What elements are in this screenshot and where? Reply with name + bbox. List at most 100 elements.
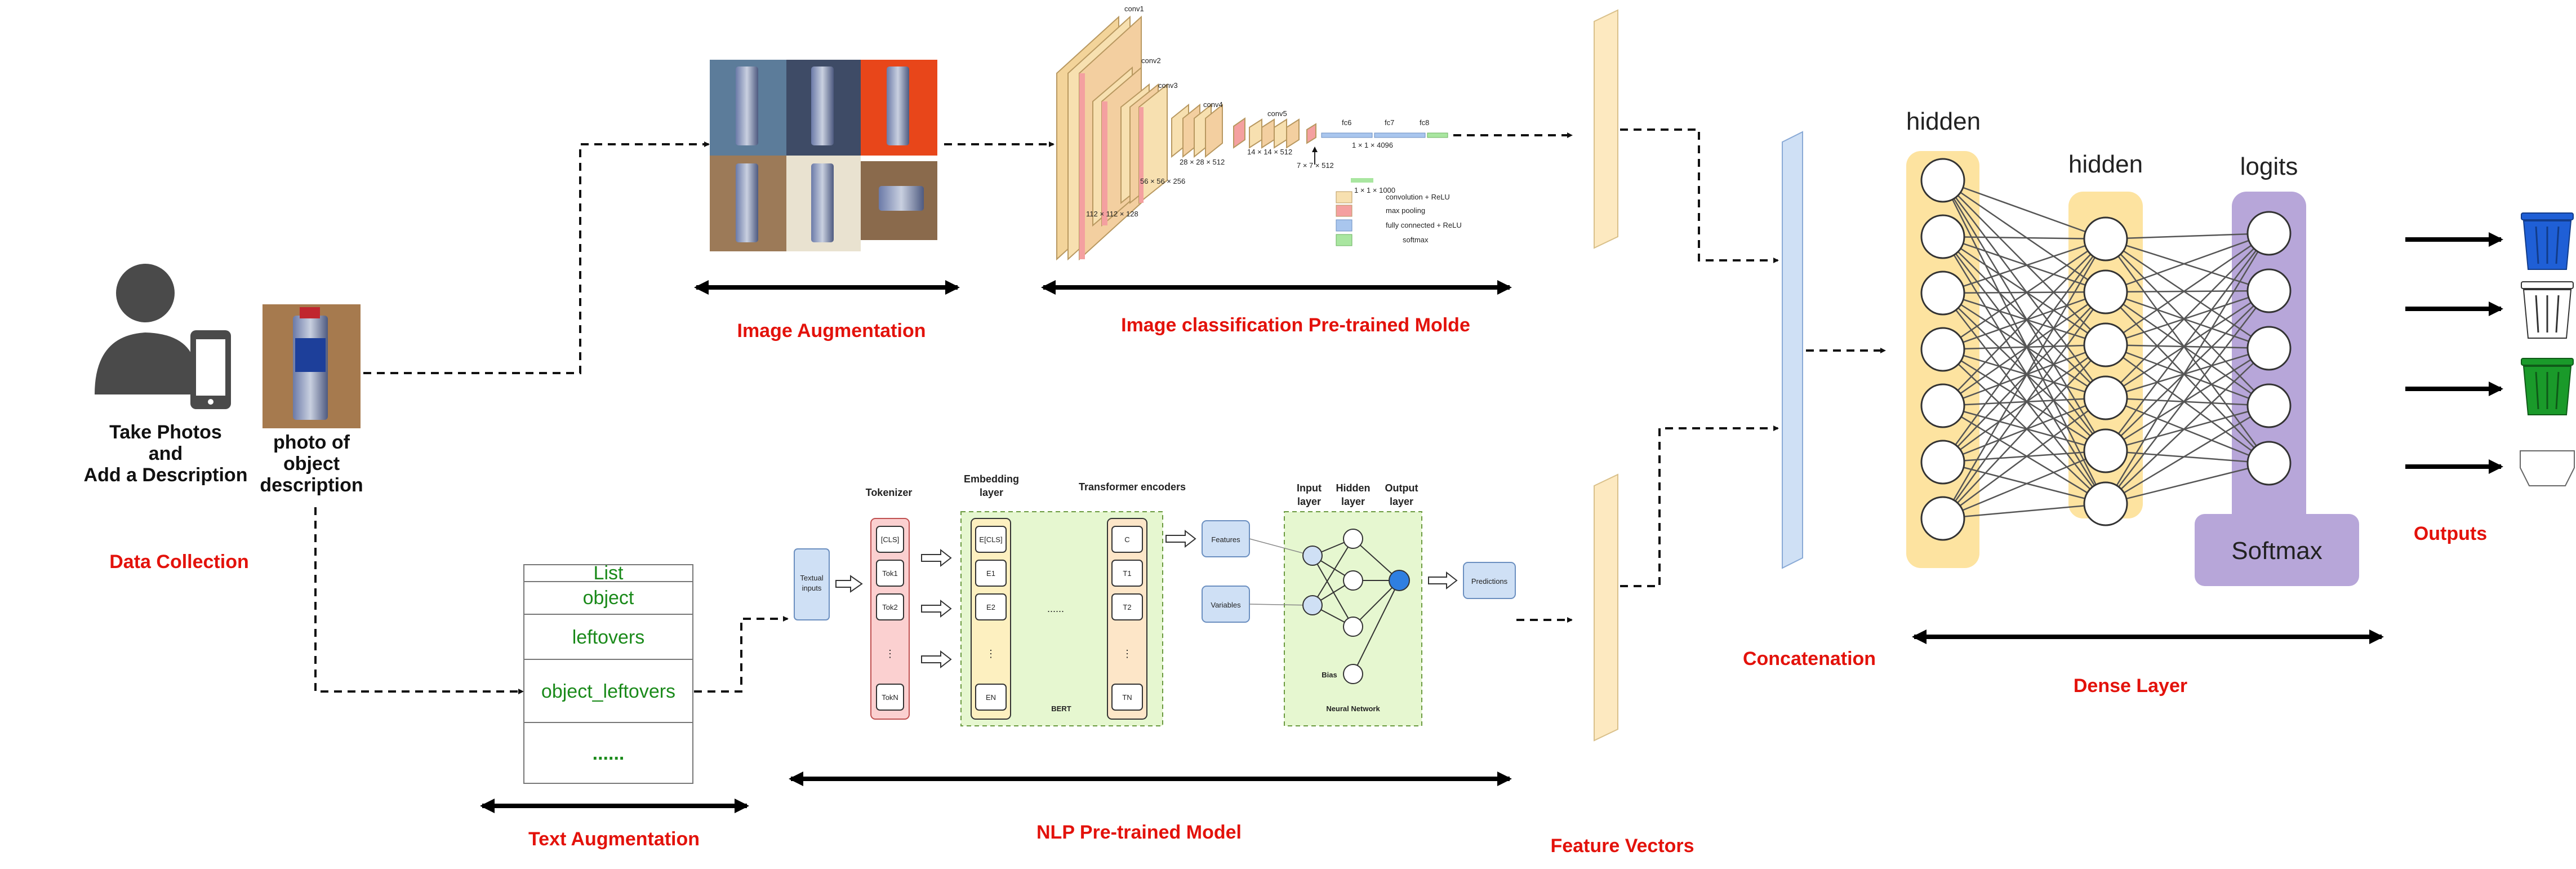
green-bin-icon [2521, 358, 2574, 415]
feature-vectors-label: Feature Vectors [1550, 835, 1694, 857]
dense-edge [1942, 397, 2106, 407]
bert-output-n: TN [1122, 693, 1132, 702]
cnn-architecture: conv1 conv2 conv3 conv4 conv5 fc6 fc7 fc… [1056, 5, 1462, 261]
dense-edge [2105, 344, 2270, 407]
nn-network-label: Neural Network [1326, 704, 1380, 713]
cnn-fc8-label: fc8 [1420, 118, 1429, 127]
dense-edge [1942, 236, 2106, 346]
cnn-legend-conv: convolution + ReLU [1386, 193, 1450, 201]
take-photos-line3: Add a Description [84, 464, 248, 486]
dense-edge [1942, 292, 2106, 346]
dense-edge [2105, 291, 2270, 407]
bert-model: Textual inputs Tokenizer [CLS] Tok1 Tok2… [794, 473, 1196, 726]
dense-edge [1942, 397, 2106, 520]
dense-edge [1942, 291, 2106, 351]
text-augmentation-label: Text Augmentation [528, 828, 700, 850]
cnn-conv5-label: conv5 [1267, 109, 1287, 118]
bert-output-dots: ⋮ [1122, 648, 1132, 659]
nn-hidden-layer-1: Hidden [1336, 482, 1371, 494]
image-feature-to-concat-arrow [1620, 128, 1779, 263]
dense-edge [1942, 238, 2107, 519]
nn-output-layer-2: layer [1390, 496, 1413, 507]
bert-output-1: T1 [1123, 569, 1131, 578]
dense-logits-label: logits [2240, 153, 2298, 180]
bert-token-2: Tok2 [882, 603, 897, 611]
nn-input-layer-2: layer [1297, 496, 1321, 507]
dense-edge [2105, 238, 2270, 292]
nn-input-layer-1: Input [1297, 482, 1322, 494]
photo-to-augmentation-arrow [363, 141, 710, 374]
dense-edge [1942, 344, 2106, 407]
nn-predictions-label: Predictions [1471, 577, 1508, 586]
dense-softmax-label: Softmax [2231, 537, 2322, 565]
dense-edge [2105, 450, 2270, 464]
dense-node-logits [2246, 441, 2292, 486]
image-feature-vector [1594, 9, 1618, 249]
cnn-dim-6: 1 × 1 × 4096 [1352, 141, 1393, 149]
text-feature-to-concat-arrow [1620, 425, 1779, 587]
user-with-phone-icon [95, 264, 231, 409]
augmented-images-grid [710, 60, 937, 251]
dense-edge [2105, 347, 2270, 452]
nn-variables-label: Variables [1211, 601, 1241, 609]
dense-node-hidden1 [1920, 271, 1965, 316]
dense-node-hidden1 [1920, 496, 1965, 541]
cnn-dim-3: 28 × 28 × 512 [1180, 158, 1225, 166]
text-list-item-list: List [594, 562, 624, 584]
bert-embedding-label-2: layer [980, 487, 1003, 498]
photo-desc-line3: description [260, 475, 363, 496]
dense-edge [1942, 180, 2107, 451]
bert-embedding-2: E2 [986, 603, 995, 611]
dense-edge [1942, 292, 2106, 399]
dense-edge [1942, 238, 2106, 406]
dense-node-hidden1 [1920, 383, 1965, 428]
dense-edge [1942, 238, 2107, 463]
dense-edge [2105, 233, 2270, 398]
dense-edge [1942, 236, 2106, 451]
photo-desc-line1: photo of [273, 432, 350, 453]
dense-edge [1942, 236, 2107, 504]
dense-edge [1942, 291, 2107, 519]
cnn-dim-4: 14 × 14 × 512 [1247, 148, 1292, 156]
cnn-legend: convolution + ReLU max pooling fully con… [1336, 178, 1462, 246]
image-augmentation-label: Image Augmentation [737, 320, 926, 342]
bert-embedding-label-1: Embedding [964, 473, 1019, 485]
dense-node-logits [2246, 326, 2292, 371]
bert-output-2: T2 [1123, 603, 1131, 611]
dense-edge [1942, 349, 2106, 504]
take-photos-line2: and [149, 443, 183, 464]
white-bin-icon [2521, 281, 2574, 339]
cnn-legend-softmax: softmax [1403, 236, 1429, 244]
dense-edge [1942, 397, 2106, 463]
nn-bias-label: Bias [1322, 671, 1337, 679]
dense-edge [1942, 450, 2106, 463]
dense-edge [2105, 232, 2270, 240]
cnn-legend-pool: max pooling [1386, 206, 1425, 215]
dense-node-hidden2 [2083, 428, 2128, 473]
bert-embedding-n: EN [986, 693, 996, 702]
dense-edge [2105, 348, 2270, 504]
dense-hidden2-label: hidden [2068, 150, 2143, 178]
dense-edge [2105, 238, 2270, 406]
photo-desc-line2: object [283, 453, 340, 475]
dense-edge [1942, 291, 2106, 294]
dense-edge [2105, 238, 2270, 464]
cnn-conv4-label: conv4 [1203, 100, 1223, 109]
dense-edge [1942, 236, 2106, 293]
dense-node-hidden1 [1920, 440, 1965, 485]
dense-node-hidden2 [2083, 322, 2128, 367]
dense-edge [1942, 348, 2106, 452]
nn-hidden-layer-2: layer [1341, 496, 1365, 507]
outputs-label: Outputs [2414, 523, 2487, 544]
dense-edge [2105, 290, 2270, 451]
bert-token-dots: ⋮ [885, 648, 895, 659]
cnn-dim-7: 1 × 1 × 1000 [1354, 186, 1395, 194]
dense-edge [1942, 180, 2106, 345]
photo-to-text-arrow [314, 507, 524, 694]
text-list-item-object: object [583, 587, 634, 609]
image-model-label: Image classification Pre-trained Molde [1121, 314, 1470, 336]
dense-edge [2105, 290, 2270, 293]
bert-embedding-1: E1 [986, 569, 995, 578]
concatenation-vector [1782, 131, 1803, 569]
dense-edge [1942, 179, 2106, 293]
